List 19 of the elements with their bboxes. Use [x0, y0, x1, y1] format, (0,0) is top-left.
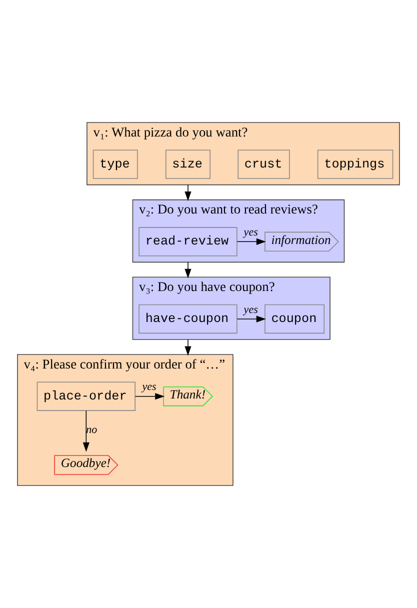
arrow [236, 238, 266, 245]
edge-label: yes [142, 381, 156, 394]
arrow [184, 184, 192, 202]
edge-label: yes [244, 304, 258, 316]
edge-label: yes [244, 226, 258, 238]
arrow [184, 339, 192, 356]
node-box: place-order [36, 382, 136, 411]
node-box: crust [238, 150, 290, 179]
node-box: type [92, 150, 138, 179]
arrow [236, 316, 266, 322]
node-box: read-review [138, 227, 238, 256]
node-box: have-coupon [138, 304, 238, 334]
edge-label: no [86, 424, 98, 436]
node-box: size [165, 150, 210, 179]
node-box: coupon [264, 304, 325, 334]
arrow [184, 262, 192, 278]
arrow [134, 393, 165, 400]
arrow [82, 410, 90, 452]
node-box: toppings [317, 150, 394, 179]
